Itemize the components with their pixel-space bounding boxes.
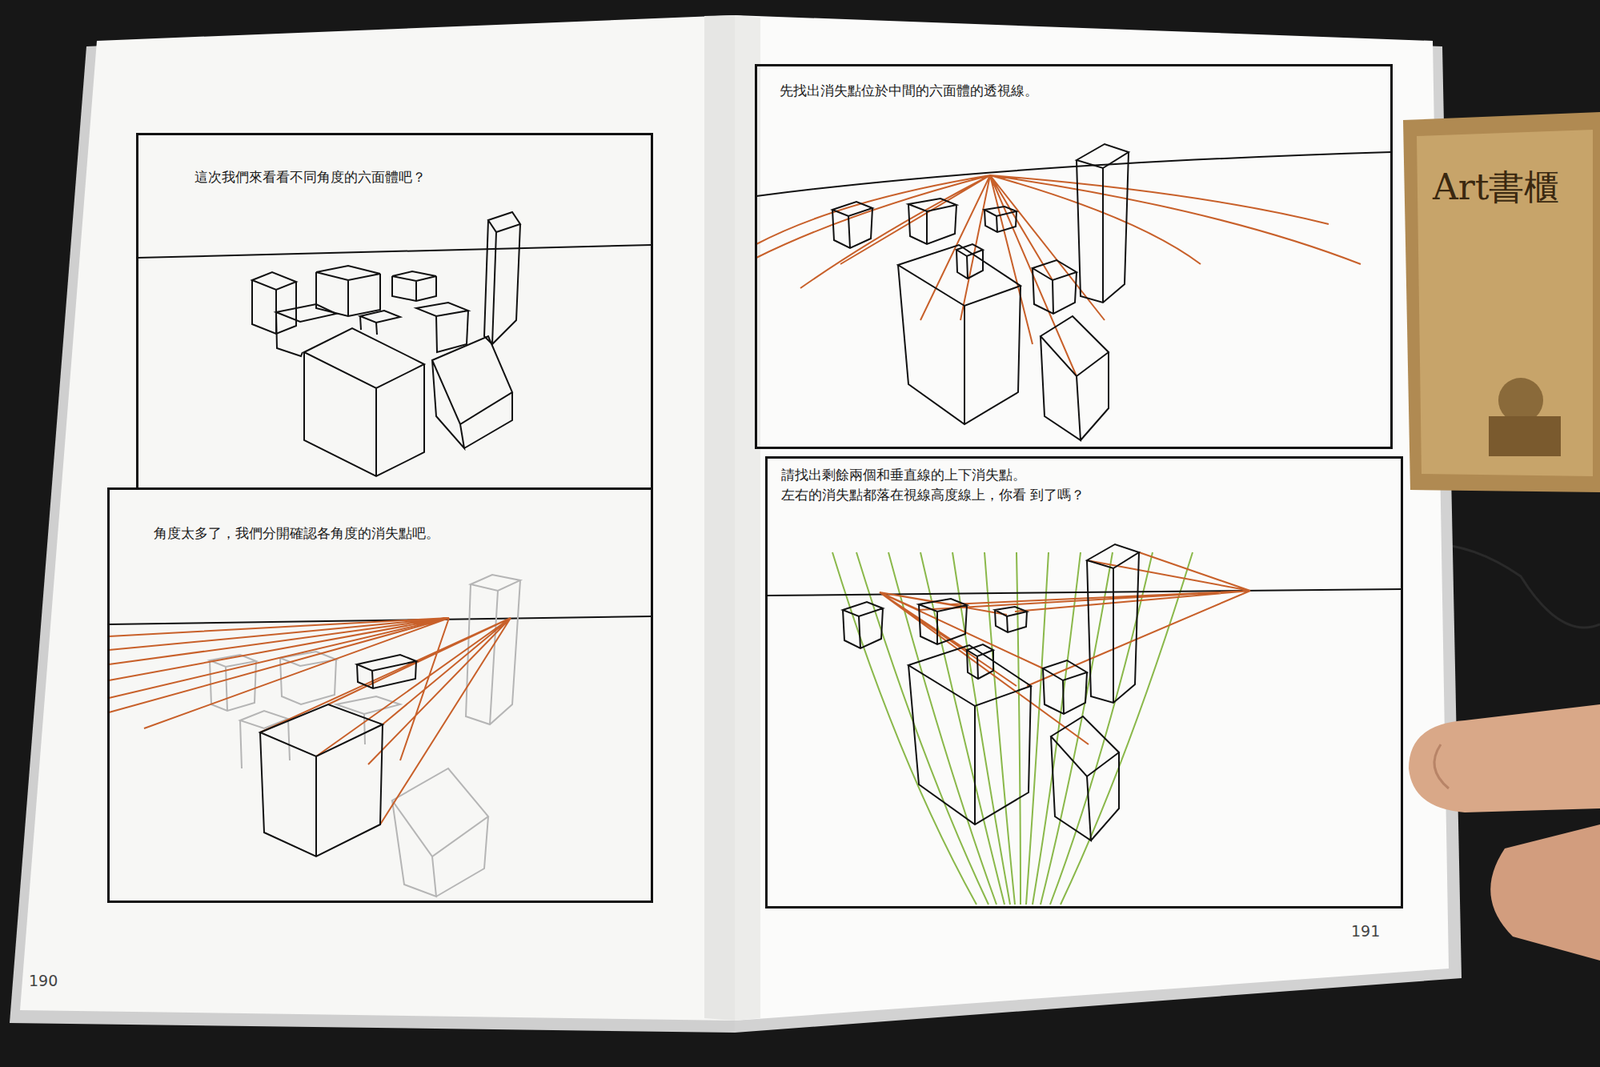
caption-text: 角度太多了，我們分開確認各角度的消失點吧。 [153,523,522,544]
caption-text: 請找出剩餘兩個和垂直線的上下消失點。 [781,465,1150,486]
comic-panel: 這次我們來看看不同角度的六面體吧？ [136,132,654,490]
comic-panel: 角度太多了，我們分開確認各角度的消失點吧。 [107,487,654,903]
page-number: 191 [1351,922,1380,940]
comic-panel: 請找出剩餘兩個和垂直線的上下消失點。左右的消失點都落在視線高度線上，你看 到了嗎… [765,456,1404,909]
bookmark-title: Art書櫃 [1432,164,1560,212]
caption-text: 先找出消失點位於中間的六面體的透視線。 [779,80,1148,101]
page-number: 190 [28,971,58,990]
caption-text: 這次我們來看看不同角度的六面體吧？ [194,167,563,188]
panel-caption: 先找出消失點位於中間的六面體的透視線。 [779,80,1148,101]
comic-panel: 先找出消失點位於中間的六面體的透視線。 [754,64,1393,450]
panel-caption: 請找出剩餘兩個和垂直線的上下消失點。左右的消失點都落在視線高度線上，你看 到了嗎… [781,465,1150,505]
caption-text: 左右的消失點都落在視線高度線上，你看 到了嗎？ [781,485,1150,506]
panel-caption: 這次我們來看看不同角度的六面體吧？ [194,167,563,188]
panel-caption: 角度太多了，我們分開確認各角度的消失點吧。 [153,523,522,544]
